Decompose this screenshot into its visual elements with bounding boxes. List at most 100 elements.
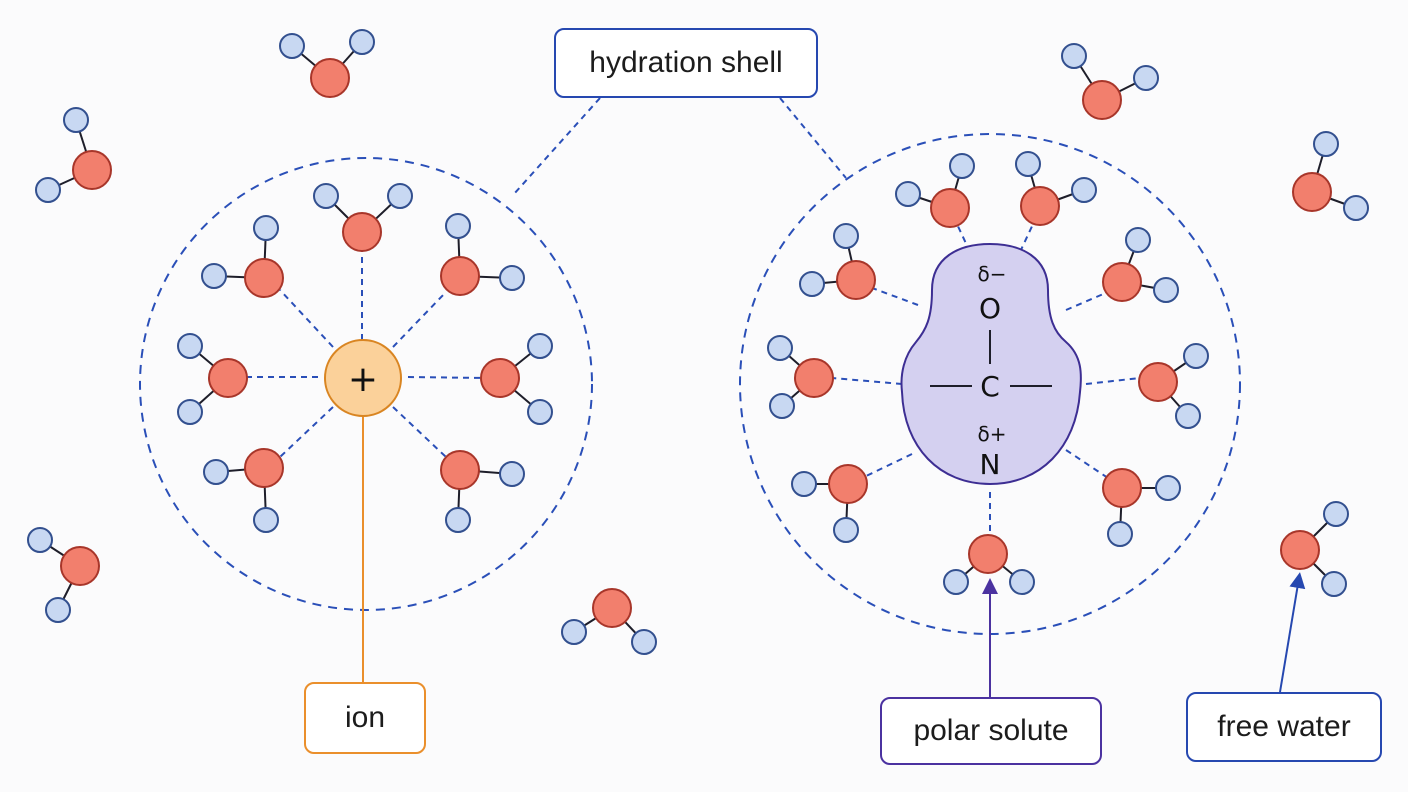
hydrogen-atom [63,107,89,133]
oxygen-atom [244,448,284,488]
hydrogen-atom [943,569,969,595]
hydrogen-atom [35,177,61,203]
hydration-shell-leader-right [779,97,847,179]
hydration-shell-label: hydration shell [554,28,818,98]
solute-shell-water-molecule [791,464,868,543]
solute-body [900,242,1082,486]
hydrogen-atom [1175,403,1201,429]
hydration-shell-label-text: hydration shell [589,46,783,79]
hydration-shell-leader-left [513,97,601,195]
hydrogen-atom [1061,43,1087,69]
water-molecules [27,29,1369,655]
polar-solute-label-text: polar solute [913,714,1069,747]
oxygen-atom [1020,186,1060,226]
oxygen-atom [208,358,248,398]
ion: + [324,339,402,417]
ion-water-interactions [246,250,487,458]
hydrogen-atom [201,263,227,289]
hydrogen-atom [1153,277,1179,303]
hydrogen-atom [27,527,53,553]
free-water-label-text: free water [1217,710,1351,743]
oxygen-atom [342,212,382,252]
hydrogen-atom [1009,569,1035,595]
free-water-arrow [1279,572,1306,693]
hydrogen-atom [1321,571,1347,597]
solute-charge-positive: δ+ [978,422,1007,446]
free-water-molecule [279,29,375,98]
hydrogen-atom [527,399,553,425]
oxygen-atom [244,258,284,298]
hydrogen-atom [799,271,825,297]
hydrogen-atom [527,333,553,359]
hydrogen-atom [279,33,305,59]
solute-shell-water-molecule [767,335,834,419]
solute-shell-water-molecule [895,153,975,228]
hydrogen-atom [499,265,525,291]
oxygen-atom [60,546,100,586]
ion-shell-water-molecule [313,183,413,252]
ion-shell-water-molecule [480,333,553,425]
ion-label: ion [304,682,426,754]
free-water-label: free water [1186,692,1382,762]
hydrogen-atom [561,619,587,645]
hydrogen-atom [253,507,279,533]
oxygen-atom [836,260,876,300]
free-water-molecule [1061,43,1159,120]
solute-shell-water-molecule [1102,468,1181,547]
oxygen-atom [592,588,632,628]
free-water-molecule [1292,131,1369,221]
polar-solute: δ− O C δ+ N [900,242,1082,486]
ion-sphere [324,339,402,417]
oxygen-atom [1280,530,1320,570]
ion-label-text: ion [344,701,386,734]
solute-shell-water-molecule [1102,227,1179,303]
hydrogen-atom [895,181,921,207]
hydrogen-atom [499,461,525,487]
free-water-molecule [1280,501,1349,597]
solute-shell-water-molecule [943,534,1035,595]
free-water-molecule [35,107,112,203]
solute-atom-oxygen: O [979,292,1001,325]
ion-shell-water-molecule [177,333,248,425]
ion-shell-water-molecule [440,213,525,296]
hydrogen-atom [1015,151,1041,177]
solute-atom-carbon: C [980,370,1000,403]
hydrogen-atom [767,335,793,361]
oxygen-atom [930,188,970,228]
solute-shell-water-molecule [799,223,876,300]
hydrogen-atom [177,333,203,359]
hydrogen-atom [1183,343,1209,369]
hydrogen-atom [387,183,413,209]
oxygen-atom [1138,362,1178,402]
oxygen-atom [72,150,112,190]
hydrogen-atom [791,471,817,497]
hydrogen-atom [45,597,71,623]
hydrogen-atom [1155,475,1181,501]
hydrogen-atom [349,29,375,55]
ion-hydration-shell [139,157,593,611]
hydrogen-atom [1071,177,1097,203]
hydrogen-atom [1313,131,1339,157]
oxygen-atom [794,358,834,398]
oxygen-atom [828,464,868,504]
solute-shell-water-molecule [1015,151,1097,226]
oxygen-atom [440,450,480,490]
ion-shell-water-molecule [440,450,525,533]
hydrogen-atom [1133,65,1159,91]
hydrogen-atom [769,393,795,419]
solute-atom-nitrogen: N [980,448,1001,481]
hydrogen-atom [949,153,975,179]
oxygen-atom [480,358,520,398]
hydrogen-atom [313,183,339,209]
hydrogen-atom [1107,521,1133,547]
hydrogen-atom [253,215,279,241]
oxygen-atom [968,534,1008,574]
solute-shell-water-molecule [1138,343,1209,429]
free-water-molecule [27,527,100,623]
polar-solute-label: polar solute [880,697,1102,765]
oxygen-atom [440,256,480,296]
ion-shell-water-molecule [203,448,284,533]
hydrogen-atom [1125,227,1151,253]
free-water-molecule [561,588,657,655]
